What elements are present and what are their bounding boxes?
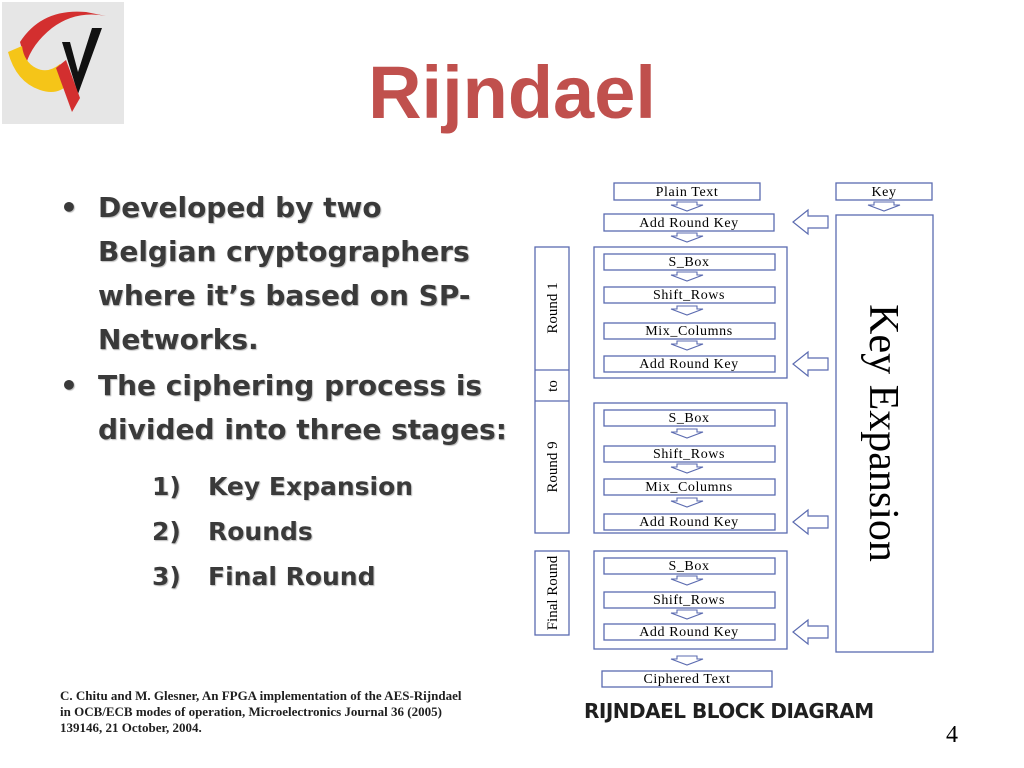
left-arrow-icon	[792, 208, 829, 236]
left-arrow-icon	[792, 350, 829, 378]
step-label: Shift_Rows	[653, 288, 725, 303]
round9-shiftrows-box	[603, 445, 776, 463]
ciphered-text-box	[601, 670, 773, 688]
round1-group	[593, 246, 788, 379]
down-arrow-icon	[670, 609, 704, 620]
initial-add-round-key-label: Add Round Key	[639, 216, 739, 231]
final-shiftrows-box	[603, 591, 776, 609]
final-sbox-box	[603, 557, 776, 575]
bullet-marker: •	[60, 191, 78, 224]
bullet-item: • Developed by two Belgian cryptographer…	[56, 186, 516, 362]
diagram-caption: RIJNDAEL BLOCK DIAGRAM	[584, 699, 874, 723]
step-label: Shift_Rows	[653, 593, 725, 608]
stage-item: 2) Rounds	[152, 517, 313, 546]
step-label: S_Box	[668, 411, 709, 426]
step-label: S_Box	[668, 559, 709, 574]
step-label: Add Round Key	[639, 625, 739, 640]
stage-label: Final Round	[208, 562, 376, 591]
left-arrow-icon	[792, 618, 829, 646]
round-to-label: to	[545, 380, 561, 392]
down-arrow-icon	[670, 655, 704, 666]
gv-logo-icon	[8, 11, 106, 112]
stage-number: 1)	[152, 472, 181, 501]
stage-item: 3) Final Round	[152, 562, 376, 591]
down-arrow-icon	[670, 271, 704, 282]
round9-group	[593, 402, 788, 534]
round1-sbox-box	[603, 253, 776, 271]
initial-add-round-key-box	[603, 213, 775, 232]
down-arrow-icon	[670, 463, 704, 474]
bullet-line: divided into three stages:	[98, 413, 507, 446]
step-label: Add Round Key	[639, 357, 739, 372]
stage-label: Rounds	[208, 517, 313, 546]
bullet-line: The ciphering process is	[98, 369, 483, 402]
key-box	[835, 182, 933, 201]
down-arrow-icon	[670, 305, 704, 316]
stage-number: 2)	[152, 517, 181, 546]
down-arrow-icon	[670, 232, 704, 243]
key-expansion-box	[835, 214, 934, 653]
bullet-marker: •	[60, 369, 78, 402]
bullet-line: where it’s based on SP-	[98, 279, 471, 312]
citation-line: C. Chitu and M. Glesner, An FPGA impleme…	[60, 688, 462, 703]
plain-text-label: Plain Text	[656, 185, 719, 200]
step-label: Mix_Columns	[645, 324, 733, 339]
round-label-frame	[534, 246, 570, 534]
final-addroundkey-box	[603, 623, 776, 641]
round9-sbox-box	[603, 409, 776, 427]
round-last-label: Round 9	[545, 441, 561, 492]
citation-line: 139146, 21 October, 2004.	[60, 720, 202, 735]
down-arrow-icon	[670, 575, 704, 586]
page-number: 4	[946, 722, 958, 748]
final-round-label: Final Round	[545, 555, 561, 630]
down-arrow-icon	[670, 497, 704, 508]
stage-label: Key Expansion	[208, 472, 414, 501]
step-label: S_Box	[668, 255, 709, 270]
key-expansion-label: Key Expansion	[860, 304, 906, 562]
final-round-group	[593, 550, 788, 650]
round1-mixcolumns-box	[603, 322, 776, 340]
key-arrows	[792, 208, 829, 646]
bullet-list: • Developed by two Belgian cryptographer…	[56, 186, 516, 454]
bullet-item: • The ciphering process is divided into …	[56, 364, 516, 452]
down-arrow-icon	[867, 201, 901, 212]
bullet-line: Networks.	[98, 323, 259, 356]
round9-mixcolumns-box	[603, 478, 776, 496]
round9-addroundkey-box	[603, 513, 776, 531]
down-arrow-icon	[670, 201, 704, 212]
key-label: Key	[871, 185, 896, 200]
down-arrows	[670, 201, 901, 666]
bullet-line: Developed by two	[98, 191, 382, 224]
citation: C. Chitu and M. Glesner, An FPGA impleme…	[60, 688, 530, 736]
step-label: Shift_Rows	[653, 447, 725, 462]
plain-text-box	[613, 182, 761, 201]
citation-line: in OCB/ECB modes of operation, Microelec…	[60, 704, 442, 719]
down-arrow-icon	[670, 428, 704, 439]
stage-number: 3)	[152, 562, 181, 591]
round1-shiftrows-box	[603, 286, 776, 304]
down-arrow-icon	[670, 340, 704, 351]
logo	[2, 2, 124, 124]
stage-item: 1) Key Expansion	[152, 472, 413, 501]
left-arrow-icon	[792, 508, 829, 536]
step-label: Mix_Columns	[645, 480, 733, 495]
bullet-line: Belgian cryptographers	[98, 235, 470, 268]
round1-addroundkey-box	[603, 355, 776, 373]
final-round-label-frame	[534, 550, 570, 636]
round-first-label: Round 1	[545, 282, 561, 333]
ciphered-text-label: Ciphered Text	[643, 672, 730, 687]
page-title: Rijndael	[368, 51, 656, 134]
step-label: Add Round Key	[639, 515, 739, 530]
